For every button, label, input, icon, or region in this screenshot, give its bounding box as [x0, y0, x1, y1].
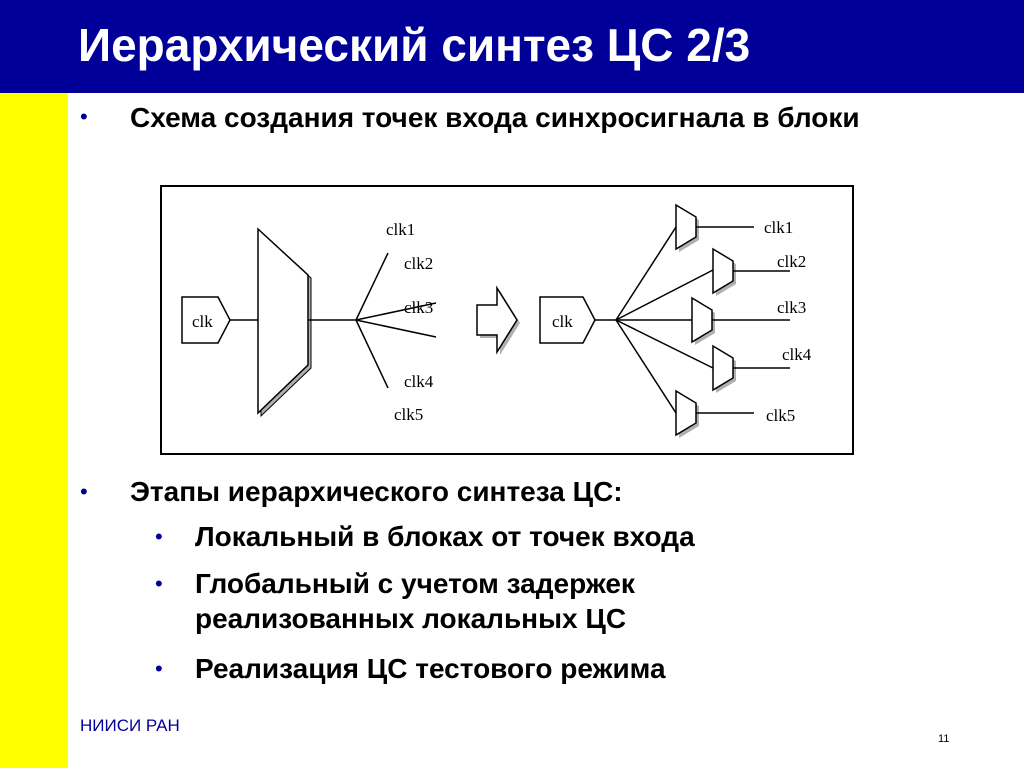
footer-organization: НИИСИ РАН [80, 716, 180, 735]
left-out-label: clk2 [404, 254, 433, 273]
bullet-text: Этапы иерархического синтеза ЦС: [130, 476, 623, 507]
left-out-label: clk4 [404, 372, 434, 391]
bullet-text: Схема создания точек входа синхросигнала… [130, 102, 860, 133]
right-clk-source-icon: clk [539, 296, 596, 344]
sub-bullet-dot: • [155, 656, 163, 681]
right-out-label: clk4 [782, 345, 812, 364]
left-out-label: clk5 [394, 405, 423, 424]
buffer-output-lines [696, 226, 790, 414]
left-out-label: clk3 [404, 298, 433, 317]
bullet-dot: • [80, 104, 88, 129]
right-out-label: clk1 [764, 218, 793, 237]
left-clk-label: clk [192, 312, 213, 331]
right-fanout-lines [615, 226, 714, 414]
left-clk-source-icon: clk [181, 296, 231, 344]
bullet-dot: • [80, 479, 88, 504]
right-out-label: clk3 [777, 298, 806, 317]
right-clk-label: clk [552, 312, 573, 331]
sub-bullet-dot: • [155, 524, 163, 549]
page-number: 11 [938, 733, 950, 745]
slide-title: Иерархический синтез ЦС 2/3 [78, 19, 751, 71]
right-out-label: clk5 [766, 406, 795, 425]
transform-arrow-icon [476, 285, 520, 355]
left-fanout-lines [355, 252, 437, 389]
clock-tree-diagram: clk clk1 clk2 clk3 clk4 clk5 clk [160, 185, 854, 455]
title-bar: Иерархический синтез ЦС 2/3 [0, 0, 1024, 93]
buffer-icons [675, 203, 736, 438]
sub-bullet-text: Локальный в блоках от точек входа [195, 521, 695, 552]
sub-bullet-dot: • [155, 571, 163, 596]
left-out-label: clk1 [386, 220, 415, 239]
sub-bullet-text: Реализация ЦС тестового режима [195, 653, 666, 684]
clock-buffer-trapezoid [257, 227, 312, 418]
right-out-label: clk2 [777, 252, 806, 271]
left-accent-stripe [0, 93, 68, 768]
sub-bullet-text: Глобальный с учетом задержек реализованн… [195, 568, 635, 634]
